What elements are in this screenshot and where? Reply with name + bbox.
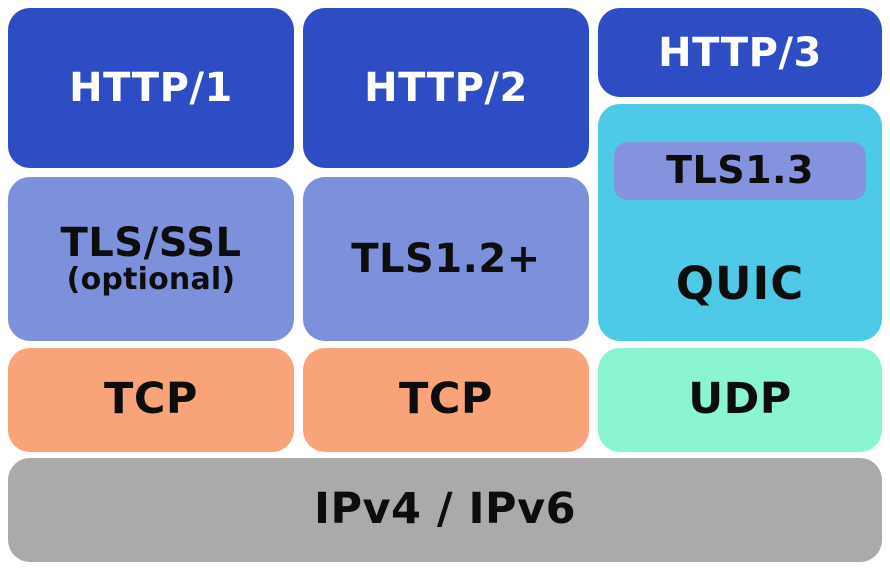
http1-security-box: TLS/SSL (optional) [8, 177, 294, 341]
http1-app-box: HTTP/1 [8, 8, 294, 168]
http2-security-label: TLS1.2+ [351, 236, 541, 282]
http3-app-label: HTTP/3 [658, 29, 822, 76]
http2-security-box: TLS1.2+ [303, 177, 589, 341]
http1-app-label: HTTP/1 [69, 65, 233, 111]
http3-tls13-box: TLS1.3 [614, 142, 866, 200]
http3-app-box: HTTP/3 [598, 8, 882, 97]
http3-quic-label-row: QUIC [598, 260, 882, 307]
http3-transport-box: UDP [598, 348, 882, 452]
ip-layer-label: IPv4 / IPv6 [313, 484, 577, 535]
http2-transport-label: TCP [399, 374, 493, 425]
ip-layer-box: IPv4 / IPv6 [8, 458, 882, 562]
http3-transport-label: UDP [688, 374, 792, 425]
http2-transport-box: TCP [303, 348, 589, 452]
http3-quic-label: QUIC [675, 256, 805, 310]
http3-quic-box: TLS1.3 QUIC [598, 104, 882, 341]
http2-app-box: HTTP/2 [303, 8, 589, 168]
http1-transport-label: TCP [104, 374, 198, 425]
http2-app-label: HTTP/2 [364, 65, 528, 111]
http1-security-note: (optional) [66, 262, 236, 298]
http1-transport-box: TCP [8, 348, 294, 452]
http1-security-label: TLS/SSL [60, 220, 242, 267]
http3-tls13-label: TLS1.3 [666, 148, 814, 193]
